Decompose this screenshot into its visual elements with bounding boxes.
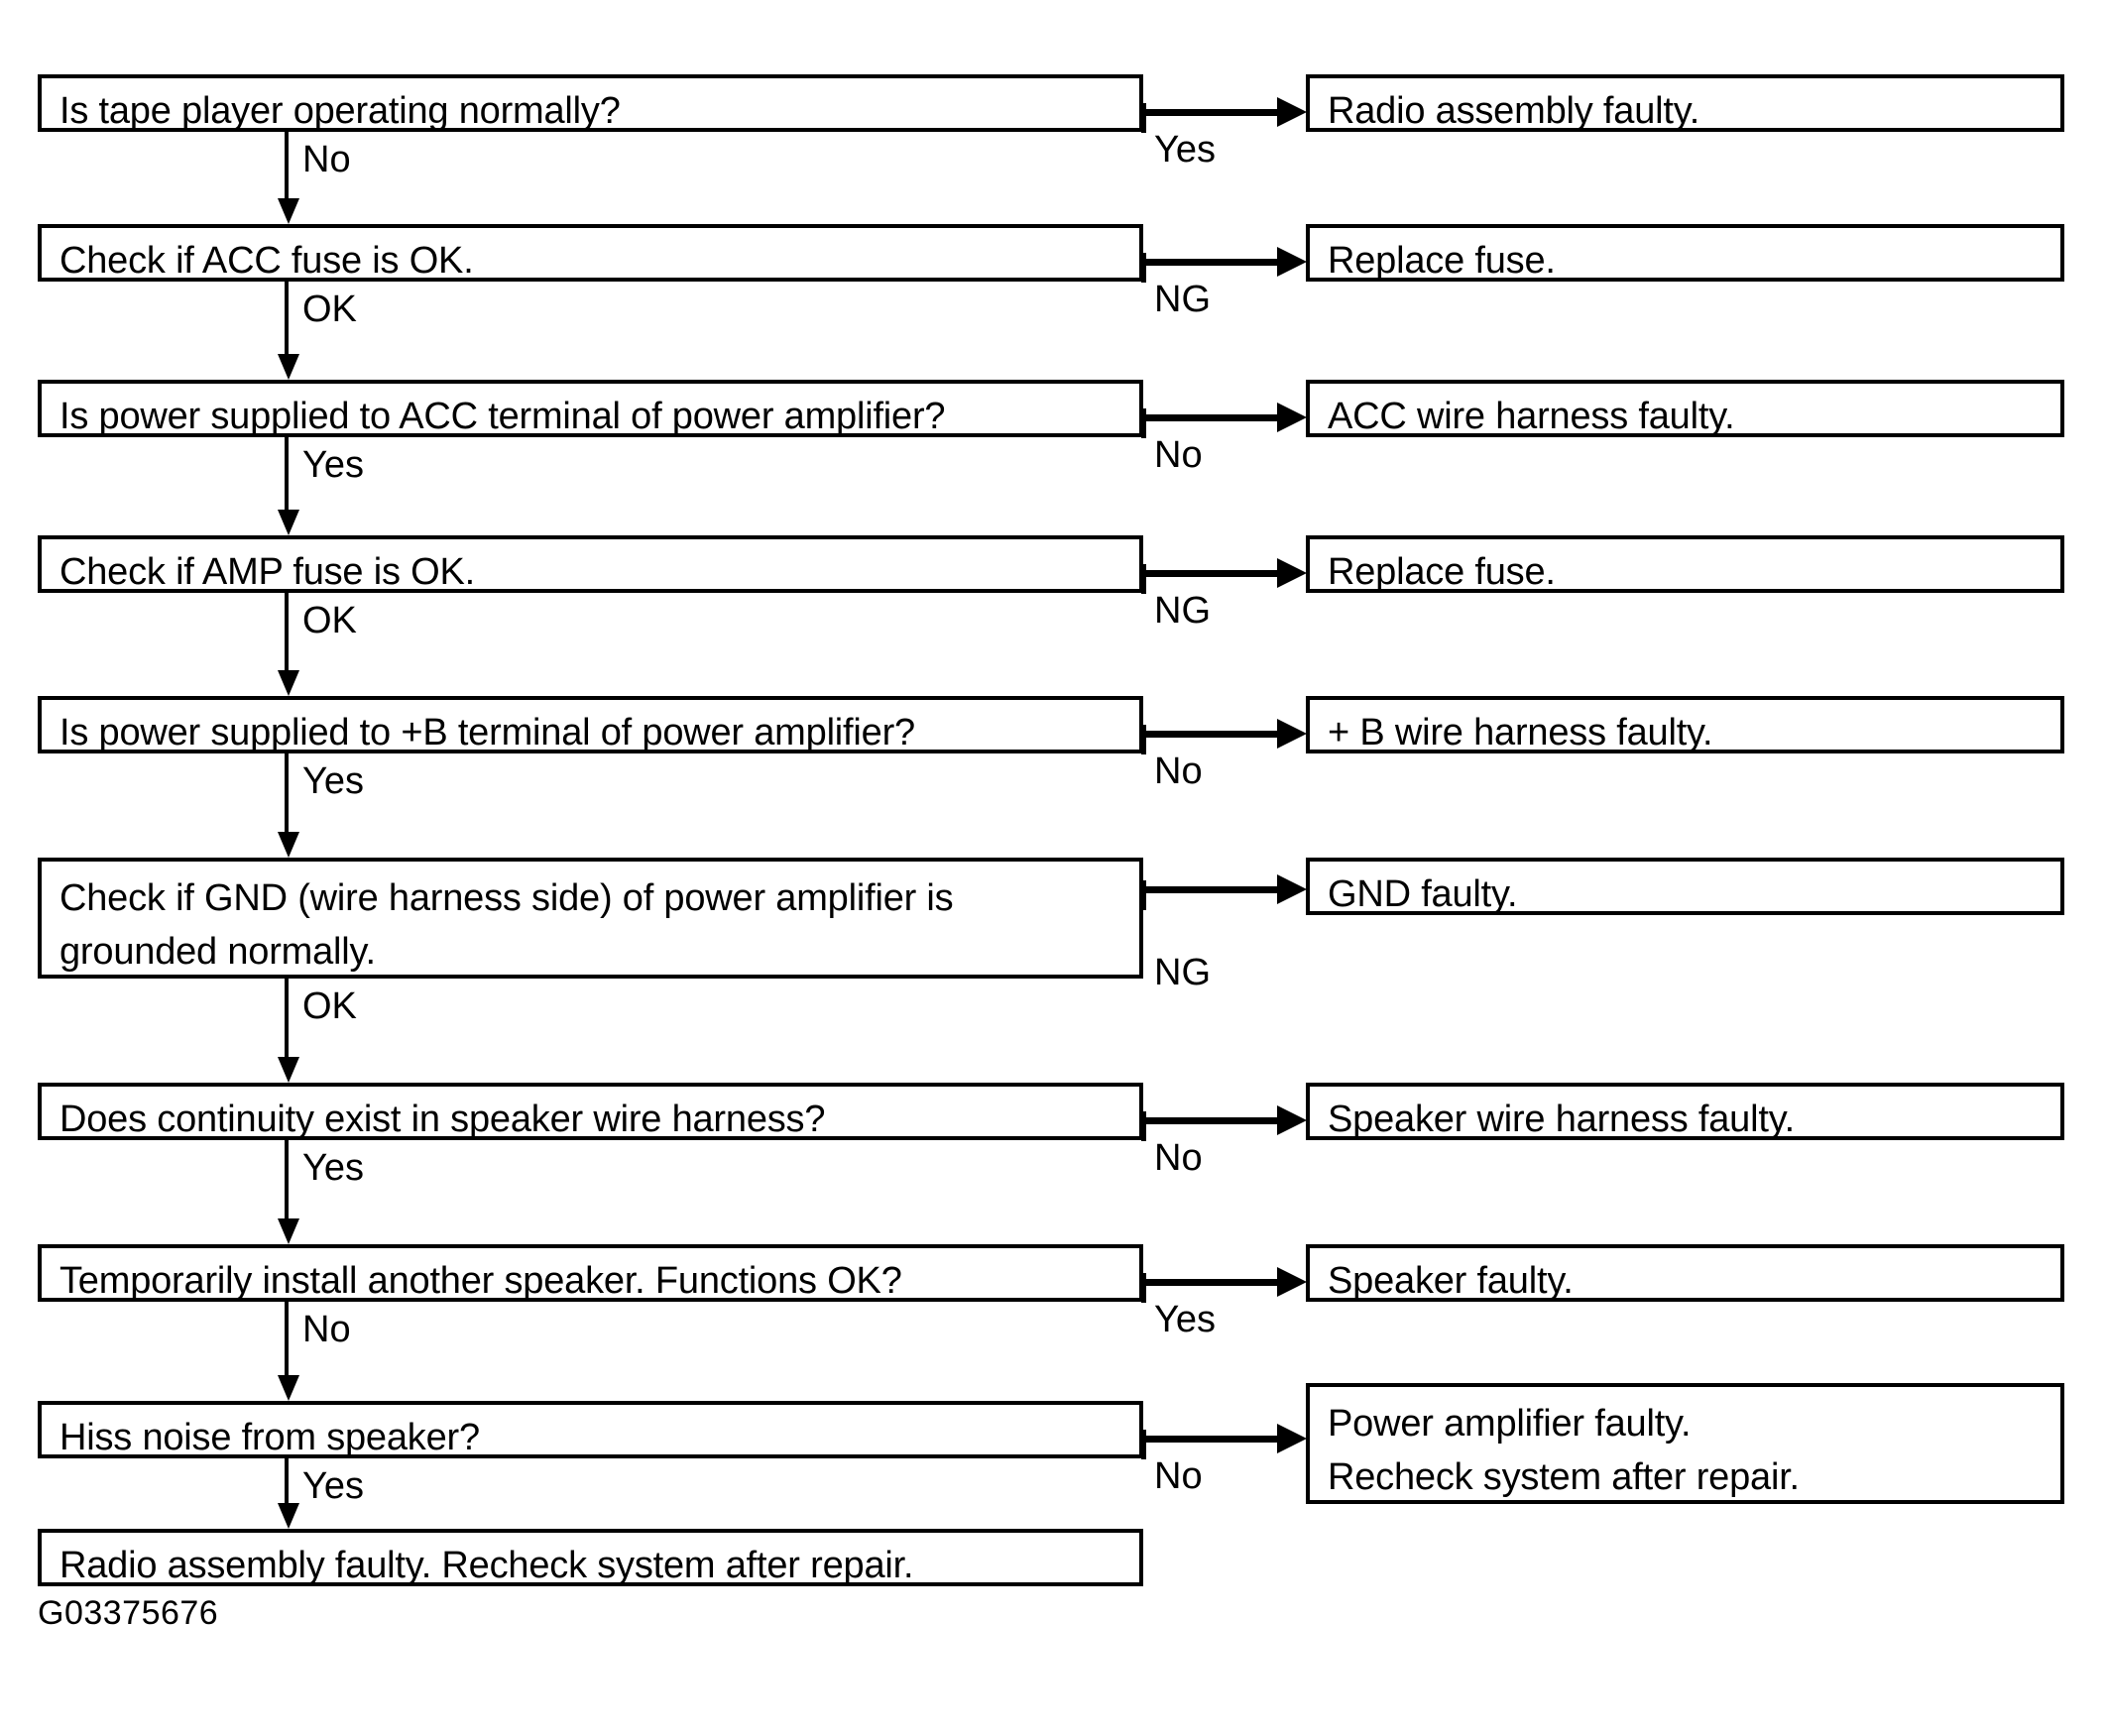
connector-right-4	[1141, 570, 1280, 577]
flowchart-node-b-power: Is power supplied to +B terminal of powe…	[38, 696, 1143, 753]
connector-stub-4	[1141, 564, 1146, 594]
flowchart-node-speaker-harness: Does continuity exist in speaker wire ha…	[38, 1083, 1143, 1140]
arrowhead-down-5	[278, 832, 299, 858]
branch-label-right-6: NG	[1154, 952, 1211, 993]
connector-down-8	[285, 1302, 289, 1378]
connector-down-1	[285, 132, 289, 201]
connector-down-7	[285, 1140, 289, 1221]
connector-down-2	[285, 282, 289, 357]
connector-stub-7	[1141, 1111, 1146, 1141]
branch-label-right-5: No	[1154, 751, 1203, 792]
arrowhead-right-9	[1277, 1424, 1307, 1453]
branch-label-down-5: Yes	[302, 760, 364, 802]
flowchart-node-acc-fuse: Check if ACC fuse is OK.	[38, 224, 1143, 282]
connector-down-9	[285, 1458, 289, 1506]
figure-id-label: G03375676	[38, 1594, 219, 1632]
connector-right-8	[1141, 1279, 1280, 1286]
arrowhead-down-7	[278, 1218, 299, 1244]
arrowhead-down-2	[278, 354, 299, 380]
connector-stub-5	[1141, 725, 1146, 754]
connector-stub-3	[1141, 408, 1146, 438]
connector-right-6	[1141, 886, 1280, 893]
flowchart-node-radio-recheck: Radio assembly faulty. Recheck system af…	[38, 1529, 1143, 1586]
arrowhead-down-8	[278, 1375, 299, 1401]
flowchart-node-acc-power: Is power supplied to ACC terminal of pow…	[38, 380, 1143, 437]
flowchart-result-power-amp: Power amplifier faulty. Recheck system a…	[1306, 1383, 2064, 1504]
branch-label-down-3: Yes	[302, 444, 364, 486]
connector-down-6	[285, 979, 289, 1060]
arrowhead-down-1	[278, 198, 299, 224]
flowchart-node-hiss-noise: Hiss noise from speaker?	[38, 1401, 1143, 1458]
branch-label-right-4: NG	[1154, 590, 1211, 632]
branch-label-right-7: No	[1154, 1137, 1203, 1179]
arrowhead-right-8	[1277, 1267, 1307, 1297]
connector-down-3	[285, 437, 289, 513]
arrowhead-right-1	[1277, 97, 1307, 127]
flowchart-result-replace-fuse-acc: Replace fuse.	[1306, 224, 2064, 282]
branch-label-right-2: NG	[1154, 279, 1211, 320]
flowchart-node-gnd-check: Check if GND (wire harness side) of powe…	[38, 858, 1143, 979]
flowchart-result-speaker-harness: Speaker wire harness faulty.	[1306, 1083, 2064, 1140]
connector-right-9	[1141, 1436, 1280, 1443]
flowchart-result-radio-faulty: Radio assembly faulty.	[1306, 74, 2064, 132]
arrowhead-right-7	[1277, 1105, 1307, 1135]
flowchart-result-acc-harness: ACC wire harness faulty.	[1306, 380, 2064, 437]
connector-right-1	[1141, 109, 1280, 116]
arrowhead-right-6	[1277, 874, 1307, 904]
flowchart-node-temp-speaker: Temporarily install another speaker. Fun…	[38, 1244, 1143, 1302]
connector-stub-6	[1141, 880, 1146, 910]
arrowhead-right-2	[1277, 247, 1307, 277]
connector-stub-9	[1141, 1430, 1146, 1459]
flowchart-node-amp-fuse: Check if AMP fuse is OK.	[38, 535, 1143, 593]
flowchart-result-b-harness: + B wire harness faulty.	[1306, 696, 2064, 753]
arrowhead-down-4	[278, 670, 299, 696]
connector-right-7	[1141, 1117, 1280, 1124]
connector-stub-2	[1141, 253, 1146, 283]
branch-label-right-8: Yes	[1154, 1299, 1216, 1340]
arrowhead-down-9	[278, 1503, 299, 1529]
branch-label-right-9: No	[1154, 1455, 1203, 1497]
connector-right-3	[1141, 414, 1280, 421]
flowchart-node-tape-player: Is tape player operating normally?	[38, 74, 1143, 132]
branch-label-right-1: Yes	[1154, 129, 1216, 171]
flowchart-result-speaker-faulty: Speaker faulty.	[1306, 1244, 2064, 1302]
arrowhead-down-6	[278, 1057, 299, 1083]
branch-label-down-8: No	[302, 1309, 351, 1350]
branch-label-down-6: OK	[302, 985, 357, 1027]
connector-down-5	[285, 753, 289, 835]
connector-stub-8	[1141, 1273, 1146, 1303]
flowchart-result-replace-fuse-amp: Replace fuse.	[1306, 535, 2064, 593]
connector-right-2	[1141, 259, 1280, 266]
branch-label-down-4: OK	[302, 600, 357, 641]
branch-label-down-9: Yes	[302, 1465, 364, 1507]
connector-stub-1	[1141, 103, 1146, 133]
connector-right-5	[1141, 731, 1280, 738]
arrowhead-right-4	[1277, 558, 1307, 588]
branch-label-down-1: No	[302, 139, 351, 180]
connector-down-4	[285, 593, 289, 673]
arrowhead-right-3	[1277, 403, 1307, 432]
arrowhead-right-5	[1277, 719, 1307, 749]
branch-label-right-3: No	[1154, 434, 1203, 476]
branch-label-down-7: Yes	[302, 1147, 364, 1189]
branch-label-down-2: OK	[302, 289, 357, 330]
flowchart-result-gnd-faulty: GND faulty.	[1306, 858, 2064, 915]
arrowhead-down-3	[278, 510, 299, 535]
